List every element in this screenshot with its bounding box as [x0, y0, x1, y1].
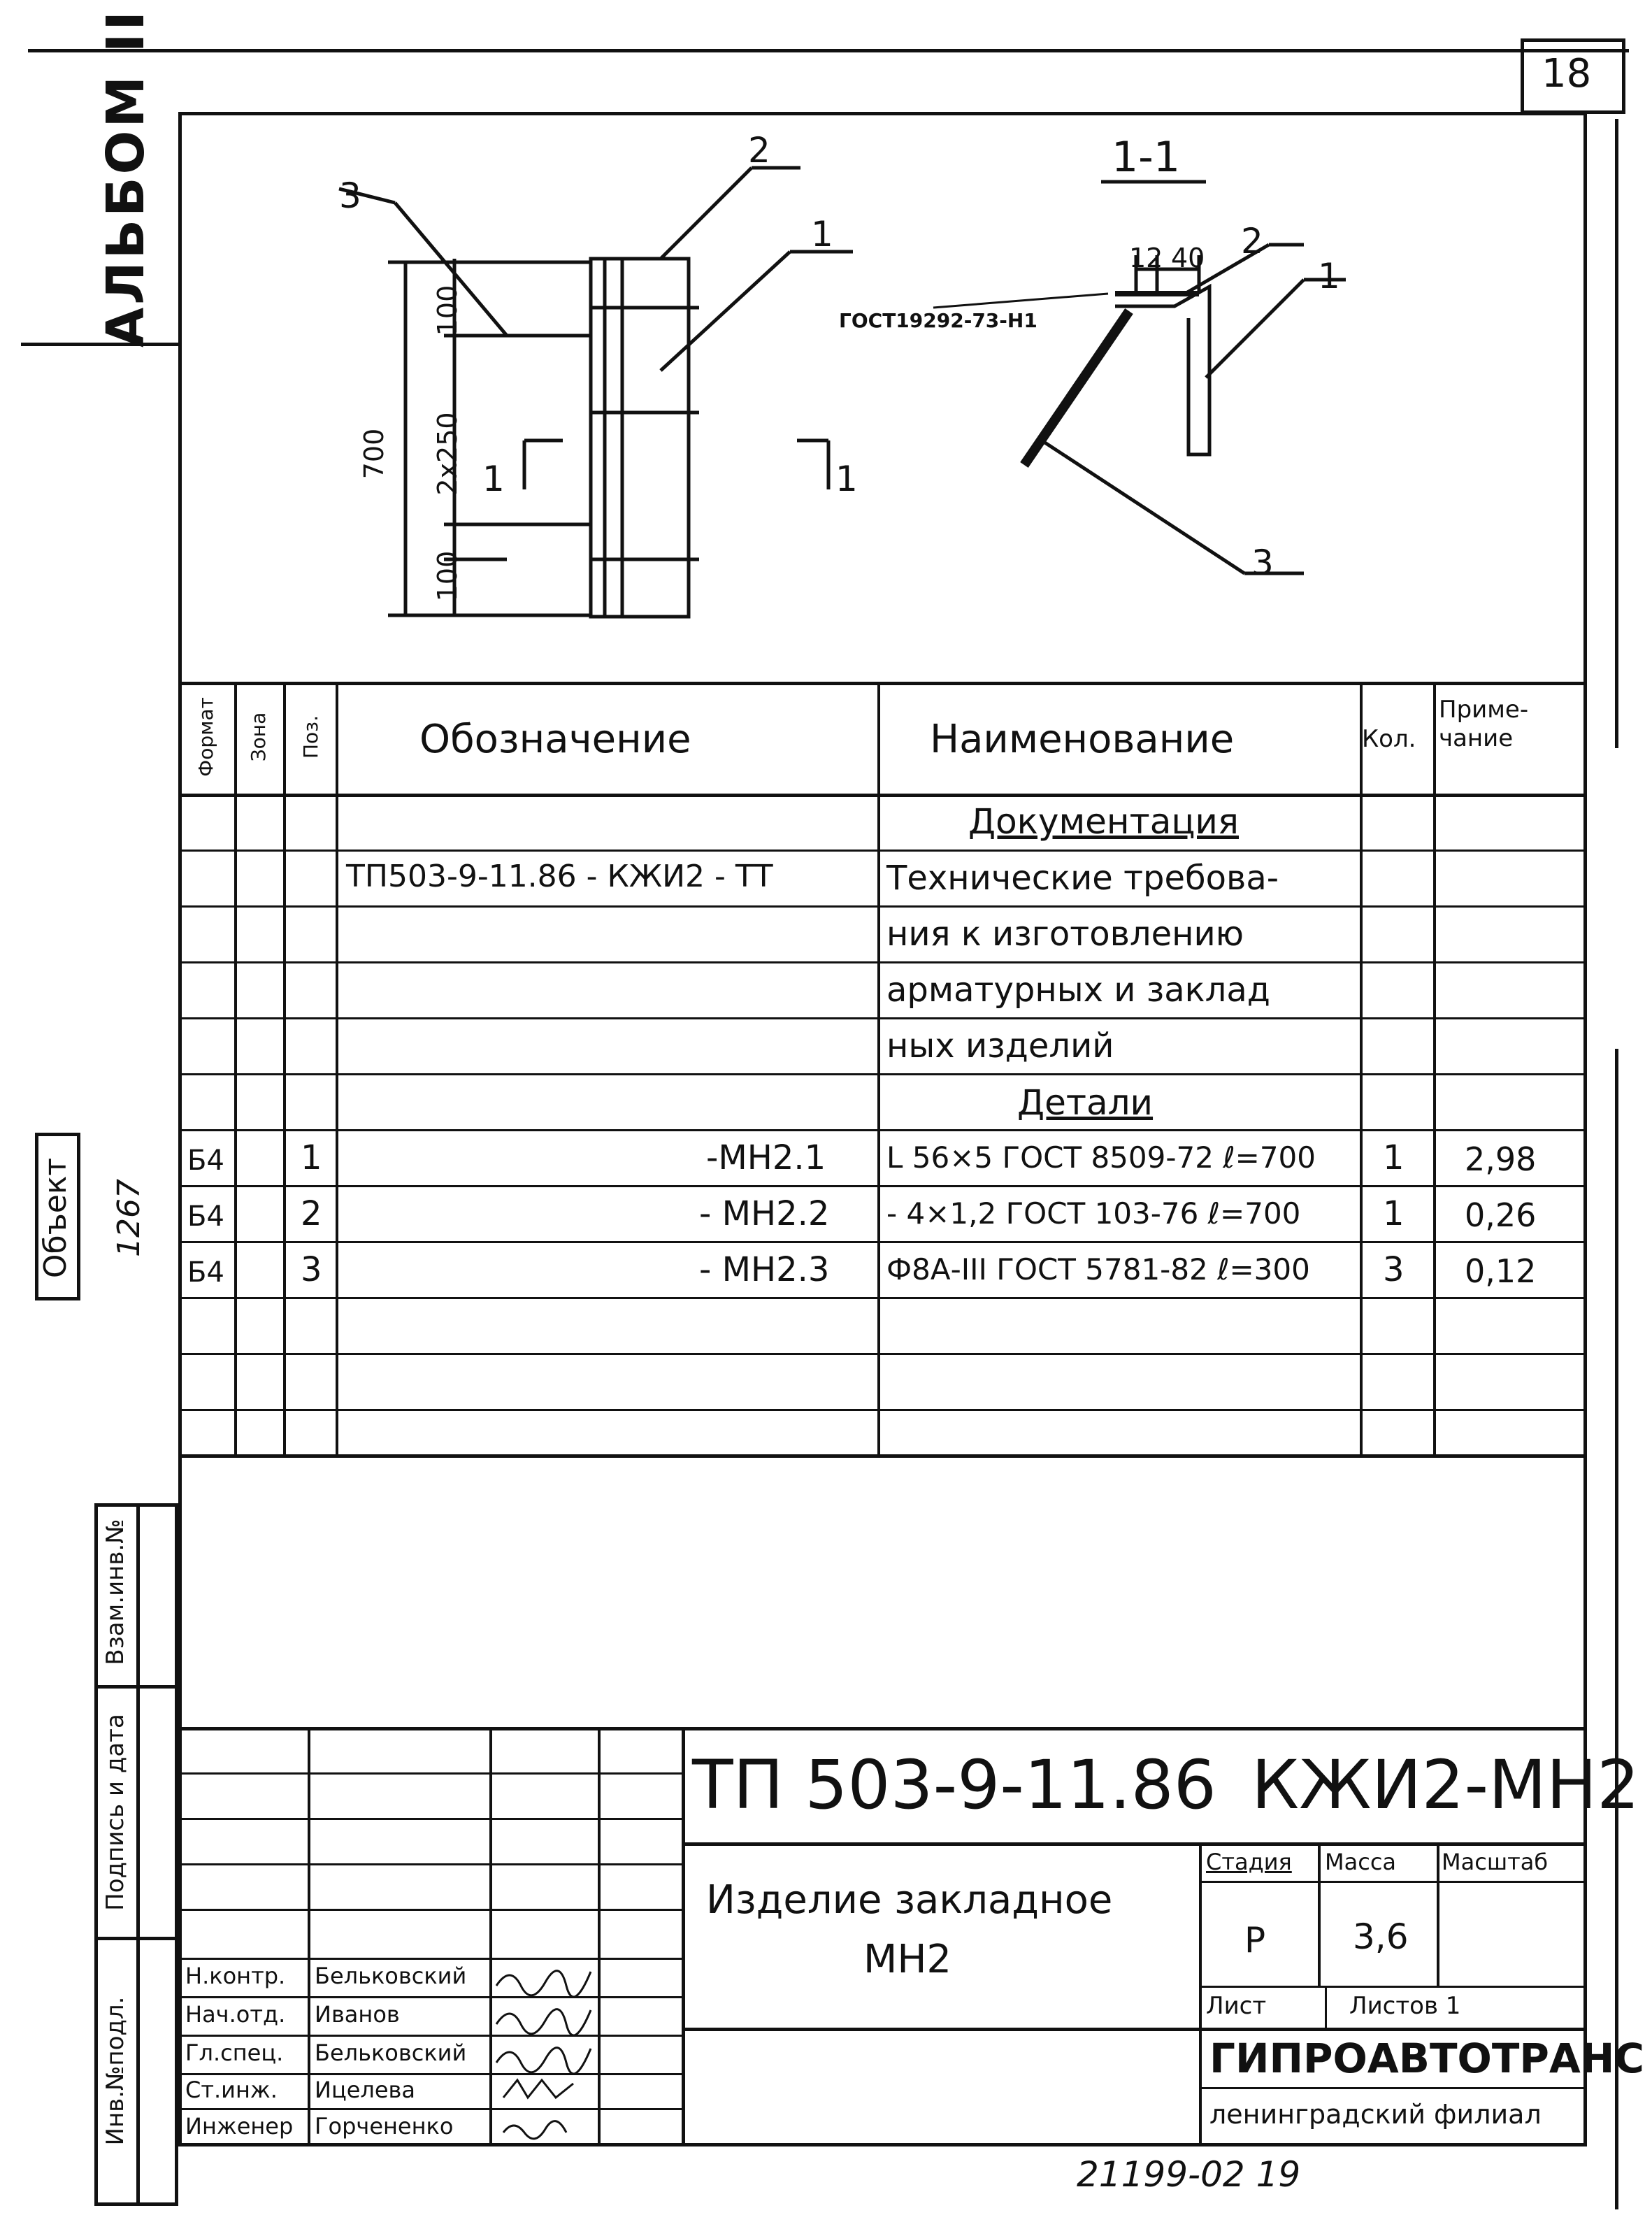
callout-1-top: 1	[811, 214, 833, 255]
row-2-format: Б4	[187, 1200, 224, 1233]
row-1-designation: -МН2.1	[706, 1138, 826, 1177]
row-3-qty: 3	[1383, 1250, 1405, 1289]
name-5: Горчененко	[315, 2113, 454, 2140]
margin-field-podpis: Подпись и дата	[101, 1714, 129, 1911]
doc-name-line-1: Технические требова-	[886, 859, 1279, 898]
row-2-designation: - МН2.2	[699, 1194, 830, 1233]
mass-label: Масса	[1325, 1849, 1397, 1875]
dim-700: 700	[359, 428, 389, 480]
row-1-pos: 1	[301, 1138, 322, 1177]
row-3-pos: 3	[301, 1250, 322, 1289]
role-5: Инженер	[185, 2113, 294, 2140]
parts-section-title: Детали	[1017, 1082, 1154, 1123]
dim-100-bottom: 100	[432, 550, 463, 602]
object-box	[35, 1133, 77, 1300]
section-callout-1: 1	[1318, 256, 1340, 296]
row-1-format: Б4	[187, 1145, 224, 1177]
header-designation: Обозначение	[419, 717, 691, 762]
row-1-name: L 56×5 ГОСТ 8509-72 ℓ=700	[886, 1140, 1316, 1175]
row-3-format: Б4	[187, 1256, 224, 1289]
row-1-note: 2,98	[1465, 1140, 1537, 1178]
stage-value: Р	[1244, 1920, 1266, 1961]
scale-label: Масштаб	[1442, 1849, 1549, 1875]
dim-2x250: 2x250	[432, 412, 463, 496]
role-2: Нач.отд.	[185, 2001, 286, 2028]
sheet-number: 18	[1542, 51, 1592, 96]
margin-field-vzam: Взам.инв.№	[101, 1519, 129, 1665]
row-1-qty: 1	[1383, 1138, 1405, 1177]
mass-value: 3,6	[1353, 1916, 1409, 1957]
name-3: Бельковский	[315, 2040, 467, 2066]
title-code: ТП 503-9-11.86	[692, 1746, 1216, 1824]
header-qty: Кол.	[1362, 725, 1416, 753]
footer-code: 21199-02 19	[1077, 2154, 1301, 2195]
callout-3-top: 3	[339, 175, 361, 216]
album-label: АЛЬБОМ II	[96, 8, 156, 347]
row-2-note: 0,26	[1465, 1196, 1537, 1234]
dim-40: 40	[1171, 243, 1205, 273]
header-note: Приме-чание	[1439, 696, 1529, 752]
row-3-note: 0,12	[1465, 1252, 1537, 1290]
header-name: Наименование	[930, 717, 1235, 762]
branch-name: ленинградский филиал	[1209, 2099, 1542, 2130]
callout-2-top: 2	[748, 130, 770, 171]
signatures	[495, 1970, 592, 2140]
item-name-2: МН2	[863, 1937, 952, 1982]
name-2: Иванов	[315, 2001, 400, 2028]
item-name-1: Изделие закладное	[706, 1877, 1113, 1923]
role-1: Н.контр.	[185, 1963, 286, 1989]
row-2-pos: 2	[301, 1194, 322, 1233]
dim-100-top: 100	[432, 285, 463, 336]
name-4: Ицелева	[315, 2077, 416, 2103]
org-name: ГИПРОАВТОТРАНС	[1209, 2035, 1644, 2082]
role-4: Ст.инж.	[185, 2077, 278, 2103]
cut-mark-right: 1	[835, 459, 858, 499]
title-mark: КЖИ2-МН2	[1251, 1746, 1640, 1824]
doc-name-line-2: ния к изготовлению	[886, 915, 1244, 954]
row-2-name: - 4×1,2 ГОСТ 103-76 ℓ=700	[886, 1196, 1301, 1231]
header-format: Формат	[194, 697, 217, 777]
name-1: Бельковский	[315, 1963, 467, 1989]
object-value: 1267	[111, 1179, 147, 1257]
sheets-label: Листов 1	[1349, 1992, 1461, 2020]
margin-field-inv: Инв.№подл.	[101, 1996, 129, 2146]
section-label: 1-1	[1112, 133, 1180, 182]
gost-note: ГОСТ19292-73-Н1	[839, 309, 1037, 332]
header-pos: Поз.	[299, 715, 322, 759]
doc-name-line-3: арматурных и заклад	[886, 970, 1270, 1010]
section-callout-2: 2	[1241, 221, 1263, 261]
doc-name-line-4: ных изделий	[886, 1026, 1114, 1066]
section-callout-3: 3	[1251, 543, 1274, 583]
doc-section-title: Документация	[968, 801, 1239, 842]
row-3-name: Ф8А-III ГОСТ 5781-82 ℓ=300	[886, 1252, 1310, 1286]
row-2-qty: 1	[1383, 1194, 1405, 1233]
object-label: Объект	[38, 1157, 73, 1279]
header-zone: Зона	[247, 712, 270, 762]
dim-12: 12	[1129, 243, 1163, 273]
cut-mark-left: 1	[482, 459, 505, 499]
stage-label: Стадия	[1206, 1849, 1292, 1875]
row-3-designation: - МН2.3	[699, 1250, 830, 1289]
role-3: Гл.спец.	[185, 2040, 284, 2066]
sheet-label: Лист	[1206, 1992, 1267, 2020]
drawing-area	[338, 166, 1346, 619]
doc-designation: ТП503-9-11.86 - КЖИ2 - ТТ	[346, 859, 773, 894]
